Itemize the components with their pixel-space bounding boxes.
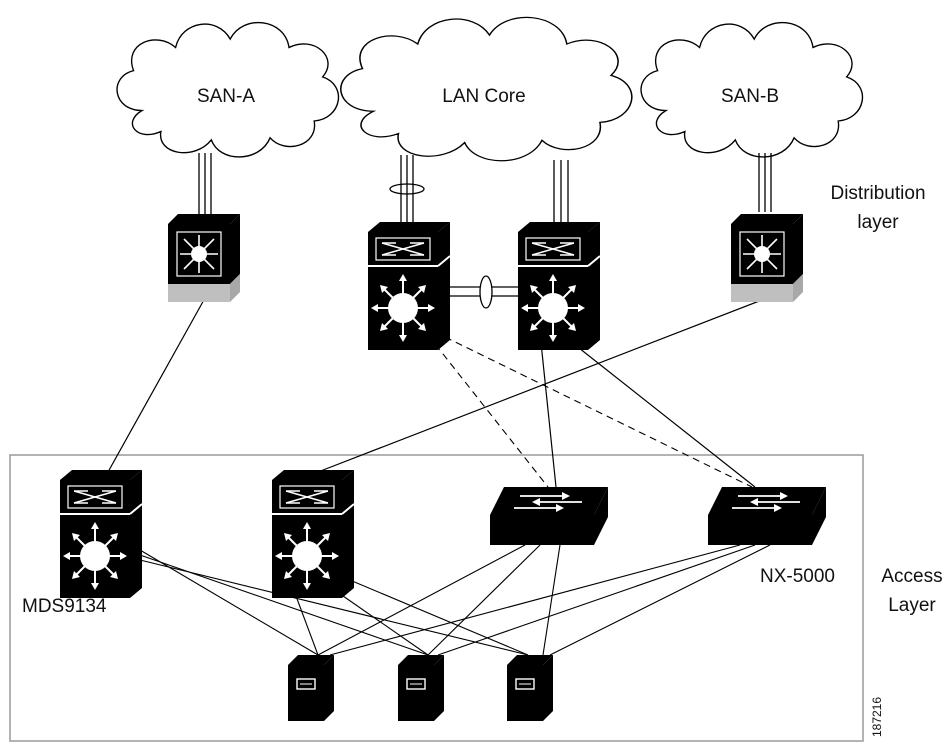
dashed-links — [427, 334, 753, 488]
core-switch-2-icon — [517, 221, 601, 351]
server-3-icon — [506, 654, 554, 722]
cloud-san-b: SAN-B — [640, 21, 864, 158]
server-links — [139, 544, 771, 656]
nx5000-switch-2-icon — [707, 486, 827, 546]
nx5000-label: NX-5000 — [760, 566, 835, 587]
mds-director-san-a-icon — [167, 213, 241, 303]
distribution-label-line1: Distribution — [830, 183, 925, 204]
cloud-label-lan-core: LAN Core — [442, 86, 525, 107]
mds9134-switch-icon — [59, 469, 143, 599]
access-label-line2: Layer — [888, 595, 936, 616]
cloud-label-san-b: SAN-B — [721, 86, 779, 107]
cloud-lan-core: LAN Core — [340, 16, 633, 162]
access-label-line1: Access — [881, 566, 942, 587]
access-switch-icon — [271, 469, 355, 599]
uplinks — [198, 153, 772, 222]
server-2-icon — [397, 654, 445, 722]
server-1-icon — [287, 654, 335, 722]
cloud-san-a: SAN-A — [116, 21, 340, 158]
mds-director-san-b-icon — [730, 213, 804, 303]
distribution-label-line2: layer — [857, 212, 899, 233]
nx5000-switch-1-icon — [489, 486, 609, 546]
mds9134-label: MDS9134 — [22, 596, 107, 617]
core-interlink — [450, 275, 518, 309]
access-layer-frame — [9, 454, 864, 742]
core-switch-1-icon — [367, 221, 451, 351]
figure-id: 187216 — [870, 697, 884, 737]
cloud-label-san-a: SAN-A — [197, 86, 255, 107]
